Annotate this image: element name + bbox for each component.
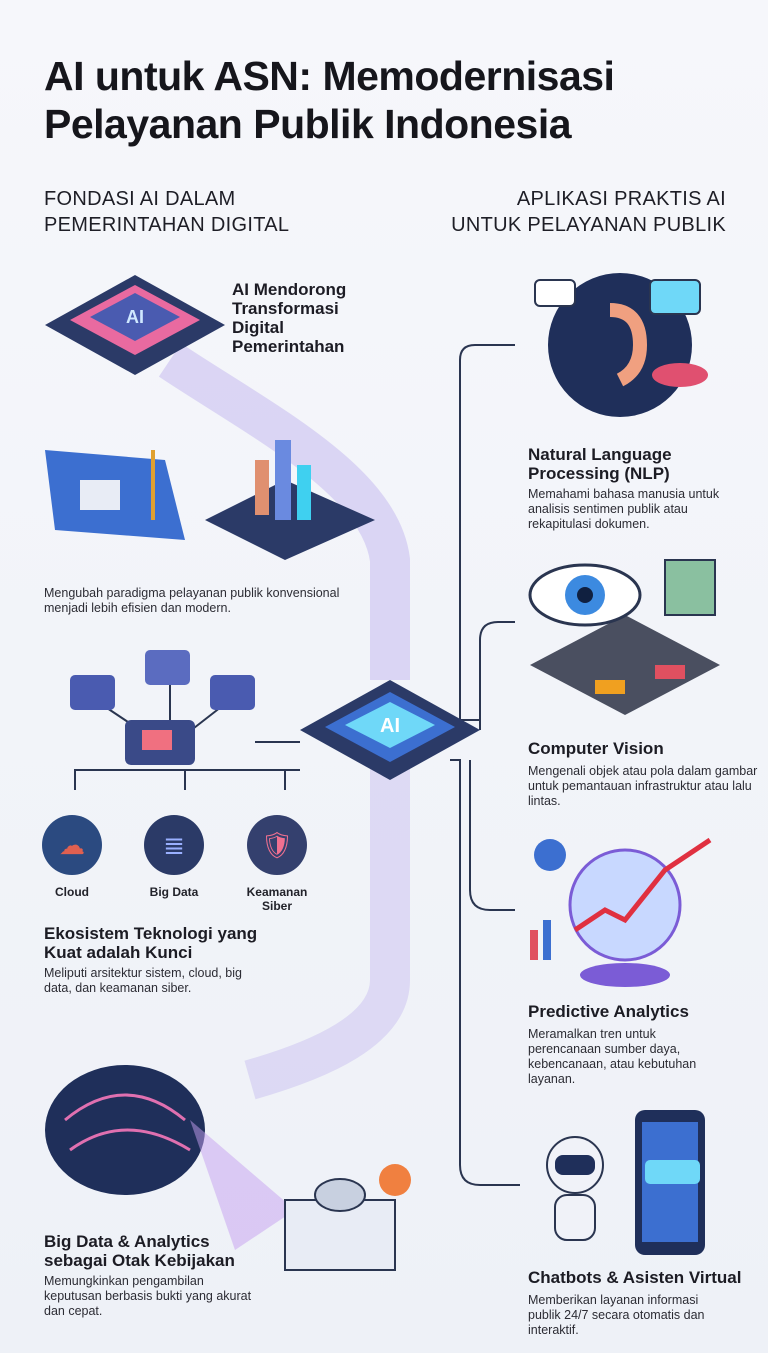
- ai-chip-illustration: AI: [45, 275, 225, 375]
- cyber-security-label: Keamanan Siber: [246, 885, 308, 913]
- chatbot-illustration: [546, 1110, 705, 1255]
- predictive-analytics-title: Predictive Analytics: [528, 1002, 689, 1021]
- bigdata-desc: Memungkinkan pengambilan keputusan berba…: [44, 1274, 252, 1318]
- system-architecture-illustration: [70, 650, 255, 765]
- bigdata-title: Big Data & Analytics sebagai Otak Kebija…: [44, 1232, 235, 1270]
- nlp-illustration: [534, 273, 708, 417]
- cloud-icon: ☁: [42, 815, 102, 875]
- nlp-desc: Memahami bahasa manusia untuk analisis s…: [528, 487, 720, 531]
- cloud-label: Cloud: [55, 885, 89, 899]
- transform-title: AI Mendorong Transformasi Digital Pemeri…: [232, 280, 347, 356]
- central-ai-chip: AI: [300, 680, 480, 780]
- computer-vision-desc: Mengenali objek atau pola dalam gambar u…: [528, 764, 758, 808]
- database-icon: ≣: [144, 815, 204, 875]
- transform-desc: Mengubah paradigma pelayanan publik konv…: [44, 586, 340, 615]
- predictive-analytics-illustration: [530, 837, 712, 987]
- tech-icons: ☁ Cloud ≣ Big Data 🛡 Keamanan Siber: [42, 815, 332, 915]
- brain-government-illustration: [45, 1065, 411, 1271]
- chatbot-title: Chatbots & Asisten Virtual: [528, 1268, 742, 1287]
- ai-chip-label: AI: [126, 307, 144, 327]
- blueprint-city-illustration: [45, 440, 375, 560]
- chatbot-desc: Memberikan layanan informasi publik 24/7…: [528, 1293, 705, 1337]
- left-heading-line1: FONDASI AI DALAM: [44, 188, 236, 210]
- security-shield-icon: 🛡: [247, 815, 307, 875]
- computer-vision-illustration: [528, 559, 720, 715]
- big-data-label: Big Data: [149, 885, 199, 899]
- left-heading-line2: PEMERINTAHAN DIGITAL: [44, 214, 290, 236]
- ecosystem-desc: Meliputi arsitektur sistem, cloud, big d…: [44, 966, 242, 995]
- right-section-heading: APLIKASI PRAKTIS AI UNTUK PELAYANAN PUBL…: [422, 186, 726, 238]
- central-chip-label: AI: [380, 715, 400, 737]
- right-heading-line2: UNTUK PELAYANAN PUBLIK: [451, 214, 726, 236]
- ecosystem-title: Ekosistem Teknologi yang Kuat adalah Kun…: [44, 924, 258, 962]
- predictive-analytics-desc: Meramalkan tren untuk perencanaan sumber…: [528, 1027, 697, 1086]
- left-section-heading: FONDASI AI DALAM PEMERINTAHAN DIGITAL: [44, 186, 289, 238]
- page-title: AI untuk ASN: Memodernisasi Pelayanan Pu…: [44, 53, 615, 147]
- computer-vision-title: Computer Vision: [528, 739, 664, 758]
- nlp-title: Natural Language Processing (NLP): [528, 445, 672, 483]
- right-heading-line1: APLIKASI PRAKTIS AI: [516, 188, 726, 210]
